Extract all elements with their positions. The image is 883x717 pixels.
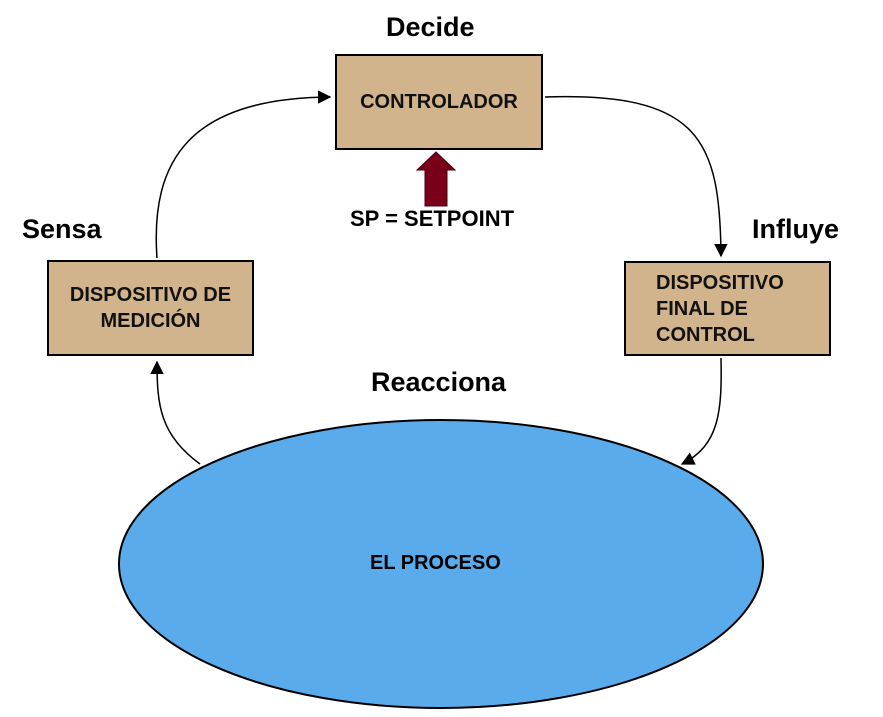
final-control-device-label: DISPOSITIVO FINAL DE CONTROL bbox=[656, 271, 784, 346]
controller-label: CONTROLADOR bbox=[360, 91, 518, 113]
stage-label-influence: Influye bbox=[752, 214, 840, 244]
stage-label-react: Reacciona bbox=[371, 367, 507, 397]
controller-block: CONTROLADOR bbox=[335, 54, 543, 150]
arrow-measure-to-controller bbox=[155, 90, 332, 259]
stage-label-sense: Sensa bbox=[22, 214, 102, 244]
stage-label-decide: Decide bbox=[386, 12, 475, 42]
final-control-device-block: DISPOSITIVO FINAL DE CONTROL bbox=[624, 261, 831, 356]
arrow-final-to-process bbox=[680, 357, 722, 465]
process-ellipse bbox=[118, 419, 764, 709]
process-label: EL PROCESO bbox=[370, 552, 501, 574]
measurement-device-block: DISPOSITIVO DE MEDICIÓN bbox=[47, 260, 254, 356]
arrow-controller-to-final bbox=[544, 95, 728, 258]
arrow-process-to-measure bbox=[150, 360, 201, 465]
setpoint-arrow bbox=[415, 151, 457, 207]
measurement-device-label: DISPOSITIVO DE MEDICIÓN bbox=[69, 284, 232, 332]
setpoint-label: SP = SETPOINT bbox=[350, 206, 515, 231]
